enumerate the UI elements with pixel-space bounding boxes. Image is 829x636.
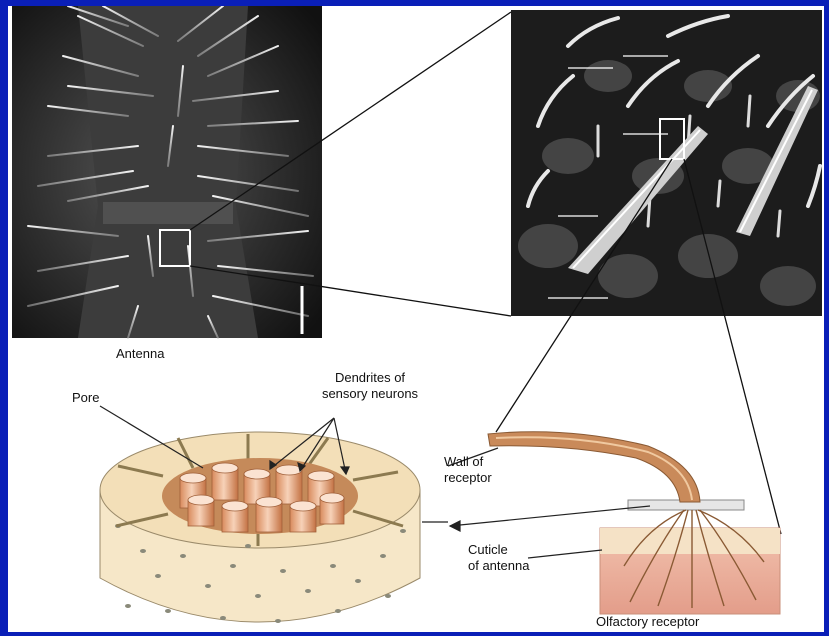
dendrites-label: Dendrites of sensory neurons: [270, 370, 470, 402]
olfactory-receptor-label: Olfactory receptor: [596, 614, 699, 630]
closeup-sem-image: [511, 10, 822, 316]
pore-label: Pore: [72, 390, 99, 406]
cuticle-label-line1: Cuticle: [468, 542, 529, 558]
dendrites-label-line1: Dendrites of: [270, 370, 470, 386]
wall-of-receptor-label: Wall of receptor: [444, 454, 492, 486]
cuticle-of-antenna-label: Cuticle of antenna: [468, 542, 529, 574]
figure-panel: Antenna Pore Dendrites of sensory neuron…: [8, 6, 824, 632]
cuticle-section-illustration: [100, 432, 420, 623]
antenna-label: Antenna: [116, 346, 164, 362]
cuticle-label-line2: of antenna: [468, 558, 529, 574]
wall-label-line1: Wall of: [444, 454, 492, 470]
dendrites-label-line2: sensory neurons: [270, 386, 470, 402]
olfactory-diagram: [8, 6, 824, 632]
wall-label-line2: receptor: [444, 470, 492, 486]
olfactory-receptor-illustration: [488, 432, 780, 614]
